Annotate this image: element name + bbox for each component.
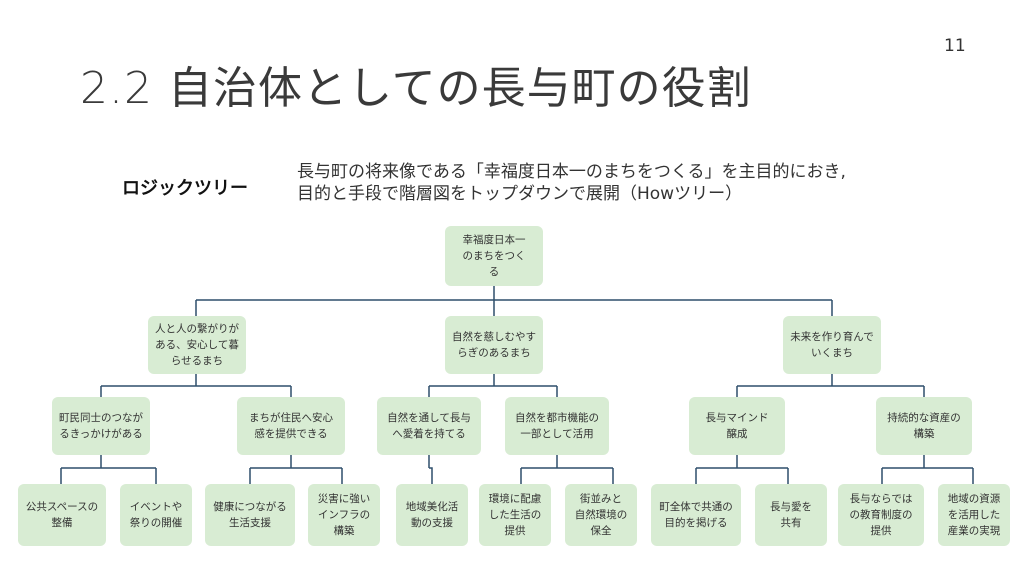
node-text: 構築 [913,428,935,440]
node-text: 健康につながる [213,501,287,513]
node-text: 生活支援 [229,517,271,529]
description-line-1: 長与町の将来像である「幸福度日本一のまちをつくる」を主目的におき, [297,162,846,182]
node-text: を活用した [947,509,1001,521]
node-text: 長与マインド [705,412,769,424]
node-text: 自然を通して長与 [387,412,471,424]
node-text: らせるまち [170,355,224,367]
node-text: 共有 [780,517,802,529]
node-text: 動の支援 [411,517,453,529]
tree-node-level2: 自然を都市機能の一部として活用 [505,397,609,455]
node-text: 公共スペースの [25,501,99,513]
tree-node-level1: 自然を慈しむやすらぎのあるまち [445,316,543,374]
node-text: 提供 [870,525,892,537]
node-text: 町全体で共通の [659,501,733,513]
node-text: イベントや [129,501,183,513]
node-text: した生活の [488,509,542,521]
node-text: 長与愛を [770,501,812,513]
tree-node-level2: まちが住民へ安心感を提供できる [237,397,345,455]
node-text: ある、安心して暮 [155,339,239,351]
tree-node-level3: イベントや祭りの開催 [120,484,192,546]
node-text: 目的を掲げる [664,517,728,529]
node-text: 町民同士のつなが [59,412,143,424]
node-text: 地域美化活 [405,501,459,513]
description: 長与町の将来像である「幸福度日本一のまちをつくる」を主目的におき, 目的と手段で… [297,161,846,205]
node-text: るきっかけがある [59,428,143,440]
logic-tree-label: ロジックツリー [122,178,248,199]
node-text: らぎのあるまち [457,347,531,359]
tree-node-level3: 町全体で共通の目的を掲げる [651,484,741,546]
node-text: いくまち [810,347,853,359]
node-text: 産業の実現 [947,525,1001,537]
node-text: 未来を作り育んで [790,331,874,343]
node-text: 一部として活用 [520,428,594,440]
node-text: 街並みと [580,493,622,505]
node-text: インフラの [317,509,371,521]
node-text: のまちをつく [462,250,526,262]
node-text: 自然を都市機能の [515,412,599,424]
tree-node-root: 幸福度日本一のまちをつくる [445,226,543,286]
tree-node-level3: 地域の資源を活用した産業の実現 [938,484,1010,546]
tree-node-level3: 環境に配慮した生活の提供 [479,484,551,546]
tree-node-level3: 長与愛を共有 [755,484,827,546]
tree-node-level3: 地域美化活動の支援 [396,484,468,546]
node-text: へ愛着を持てる [392,428,466,440]
node-text: 保全 [590,525,612,537]
tree-node-level2: 長与マインド醸成 [689,397,785,455]
node-text: 地域の資源 [947,493,1001,505]
node-text: の教育制度の [849,509,913,521]
node-text: 整備 [51,517,73,529]
node-text: まちが住民へ安心 [249,412,333,424]
tree-node-level2: 町民同士のつながるきっかけがある [52,397,150,455]
node-text: 幸福度日本一 [462,234,526,246]
node-text: 祭りの開催 [129,517,183,529]
node-text: 災害に強い [317,493,371,505]
tree-node-level3: 災害に強いインフラの構築 [308,484,380,546]
node-text: 自然を慈しむやす [452,331,536,343]
node-text: 人と人の繋がりが [155,323,239,335]
tree-node-level1: 人と人の繋がりがある、安心して暮らせるまち [148,316,246,374]
description-line-2: 目的と手段で階層図をトップダウンで展開（Howツリー） [297,184,743,204]
tree-node-level2: 自然を通して長与へ愛着を持てる [377,397,481,455]
node-text: 醸成 [726,428,748,440]
node-text: 自然環境の [574,509,628,521]
node-text: 提供 [504,525,526,537]
page-number: 11 [944,36,966,56]
node-text: 感を提供できる [254,428,328,440]
tree-node-level2: 持続的な資産の構築 [876,397,972,455]
node-text: 環境に配慮 [488,493,542,505]
node-text: る [488,266,500,278]
tree-node-level3: 街並みと自然環境の保全 [565,484,637,546]
slide-title: 2.2 自治体としての長与町の役割 [80,63,752,114]
tree-node-level3: 長与ならではの教育制度の提供 [838,484,924,546]
tree-node-level3: 公共スペースの整備 [18,484,106,546]
node-text: 持続的な資産の [887,412,961,424]
node-text: 長与ならでは [849,493,913,505]
node-text: 構築 [333,525,355,537]
tree-node-level3: 健康につながる生活支援 [205,484,295,546]
tree-node-level1: 未来を作り育んでいくまち [783,316,881,374]
